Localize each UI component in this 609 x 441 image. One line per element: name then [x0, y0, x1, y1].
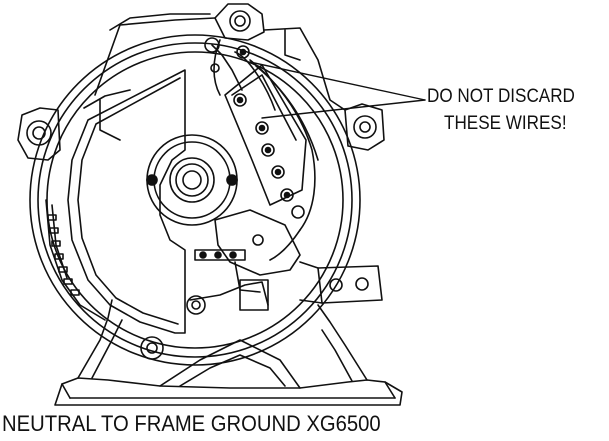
rotor-bearing: [146, 134, 238, 226]
callout-leaders: [249, 61, 426, 119]
right-mounting-lug: [344, 103, 385, 151]
cover-plate: [67, 69, 186, 334]
figure-caption: NEUTRAL TO FRAME GROUND XG6500: [2, 411, 381, 436]
brush-holder: [194, 209, 301, 293]
ribbed-edge: [45, 199, 106, 321]
callout-text-line-1: DO NOT DISCARD: [427, 86, 575, 107]
base-frame: [54, 299, 403, 406]
stator-rings: [29, 34, 361, 366]
callout-text-line-2: THESE WIRES!: [444, 113, 567, 134]
right-connector-block: [299, 261, 383, 304]
top-mounting-lug: [214, 3, 265, 41]
wires: [186, 37, 319, 315]
